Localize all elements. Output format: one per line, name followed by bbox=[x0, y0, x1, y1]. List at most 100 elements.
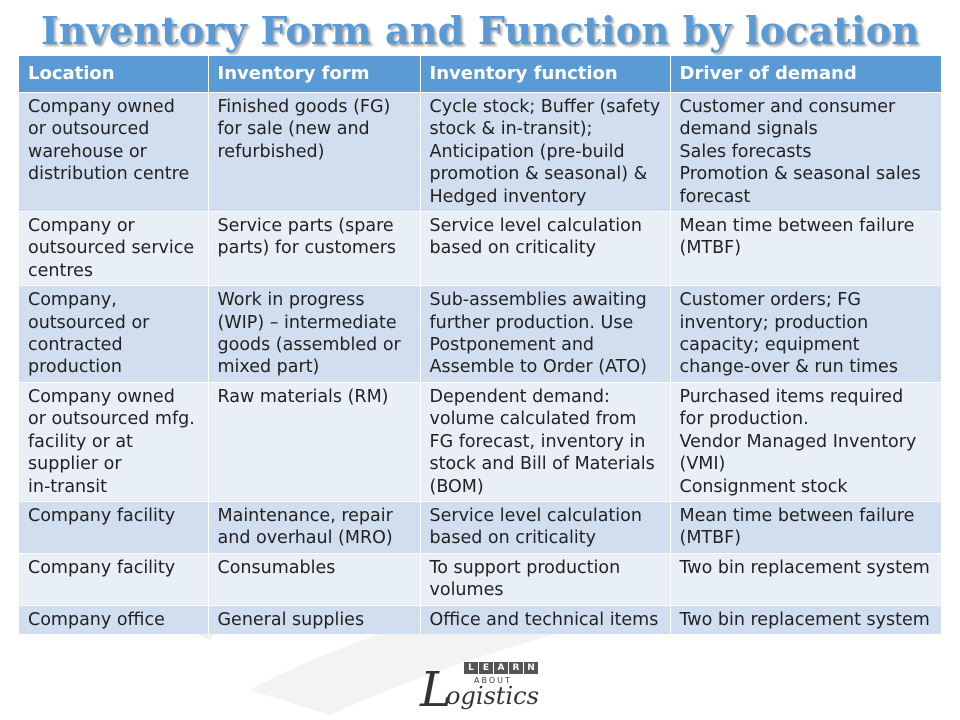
cell-line: facility or at bbox=[28, 431, 133, 452]
logo-letter-box: R bbox=[509, 662, 523, 674]
cell-line: (WIP) – intermediate bbox=[217, 312, 397, 333]
cell-line: Vendor Managed Inventory bbox=[679, 431, 917, 452]
cell-line: Company or bbox=[28, 216, 135, 237]
cell-line: Promotion & seasonal sales bbox=[679, 164, 921, 185]
cell-line: for production. bbox=[679, 409, 809, 430]
cell-line: change-over & run times bbox=[679, 357, 898, 378]
logo-letter-box: N bbox=[524, 662, 538, 674]
cell-line: Service level calculation bbox=[429, 505, 642, 526]
cell-line: and overhaul (MRO) bbox=[217, 528, 393, 549]
cell-line: Purchased items required bbox=[679, 386, 904, 407]
cell-line: stock & in-transit); bbox=[429, 119, 593, 140]
driver-of-demand-cell: Mean time between failure(MTBF) bbox=[670, 211, 941, 286]
cell-line: parts) for customers bbox=[217, 238, 397, 259]
logo-word: ogistics bbox=[446, 682, 539, 710]
inventory-form-cell: Consumables bbox=[208, 552, 421, 606]
cell-line: Sales forecasts bbox=[679, 141, 812, 162]
cell-line: or outsourced bbox=[28, 119, 150, 140]
cell-line: centres bbox=[28, 260, 94, 281]
header-inventory-function: Inventory function bbox=[420, 56, 671, 93]
header-driver-of-demand: Driver of demand bbox=[670, 56, 941, 93]
cell-line: in-transit bbox=[28, 476, 107, 497]
inventory-form-cell: General supplies bbox=[208, 604, 421, 634]
driver-of-demand-cell: Mean time between failure(MTBF) bbox=[670, 500, 941, 554]
cell-line: Finished goods (FG) bbox=[217, 97, 391, 117]
cell-line: General supplies bbox=[217, 609, 365, 630]
logo-initial: L bbox=[420, 662, 452, 718]
cell-line: Raw materials (RM) bbox=[217, 386, 389, 407]
cell-line: (MTBF) bbox=[679, 528, 742, 549]
cell-line: based on criticality bbox=[429, 528, 596, 549]
cell-line: Anticipation (pre-build bbox=[429, 141, 625, 162]
page-title: Inventory Form and Function by location bbox=[40, 8, 920, 53]
cell-line: Hedged inventory bbox=[429, 186, 587, 207]
cell-line: Two bin replacement system bbox=[679, 557, 930, 578]
cell-line: Dependent demand: bbox=[429, 386, 610, 407]
cell-line: Postponement and bbox=[429, 335, 595, 356]
cell-line: Company facility bbox=[28, 505, 176, 526]
cell-line: FG forecast, inventory in bbox=[429, 431, 646, 452]
cell-line: Company office bbox=[28, 609, 165, 630]
cell-line: volume calculated from bbox=[429, 409, 637, 430]
cell-line: stock and Bill of Materials bbox=[429, 454, 655, 475]
cell-line: for sale (new and bbox=[217, 119, 370, 140]
table-header-row: Location Inventory form Inventory functi… bbox=[19, 56, 941, 93]
logo-letter-box: A bbox=[494, 662, 508, 674]
cell-line: Service level calculation bbox=[429, 216, 642, 237]
cell-line: promotion & seasonal) & bbox=[429, 164, 648, 185]
cell-line: (BOM) bbox=[429, 476, 484, 497]
cell-line: or outsourced mfg. bbox=[28, 409, 195, 430]
location-cell: Company office bbox=[19, 604, 209, 634]
inventory-function-cell: Office and technical items bbox=[420, 604, 671, 634]
cell-line: mixed part) bbox=[217, 357, 320, 378]
driver-of-demand-cell: Two bin replacement system bbox=[670, 604, 941, 634]
cell-line: Work in progress bbox=[217, 290, 365, 311]
cell-line: Company owned bbox=[28, 97, 175, 117]
cell-line: Company, bbox=[28, 290, 117, 311]
inventory-form-cell: Raw materials (RM) bbox=[208, 381, 421, 502]
cell-line: Mean time between failure bbox=[679, 216, 915, 237]
cell-line: based on criticality bbox=[429, 238, 596, 259]
location-cell: Company facility bbox=[19, 552, 209, 606]
table-row: Company office General supplies Office and… bbox=[19, 604, 941, 634]
cell-line: warehouse or bbox=[28, 141, 147, 162]
cell-line: Company facility bbox=[28, 557, 176, 578]
cell-line: Customer and consumer bbox=[679, 97, 896, 117]
cell-line: contracted bbox=[28, 335, 123, 356]
cell-line: Maintenance, repair bbox=[217, 505, 393, 526]
cell-line: (MTBF) bbox=[679, 238, 742, 259]
cell-line: production bbox=[28, 357, 122, 378]
cell-line: outsourced service bbox=[28, 238, 195, 259]
cell-line: inventory; production bbox=[679, 312, 869, 333]
cell-line: Mean time between failure bbox=[679, 505, 915, 526]
cell-line: Consignment stock bbox=[679, 476, 848, 497]
cell-line: demand signals bbox=[679, 119, 818, 140]
logo-about-text: ABOUT bbox=[474, 676, 512, 685]
cell-line: further production. Use bbox=[429, 312, 634, 333]
header-inventory-form: Inventory form bbox=[208, 56, 421, 93]
